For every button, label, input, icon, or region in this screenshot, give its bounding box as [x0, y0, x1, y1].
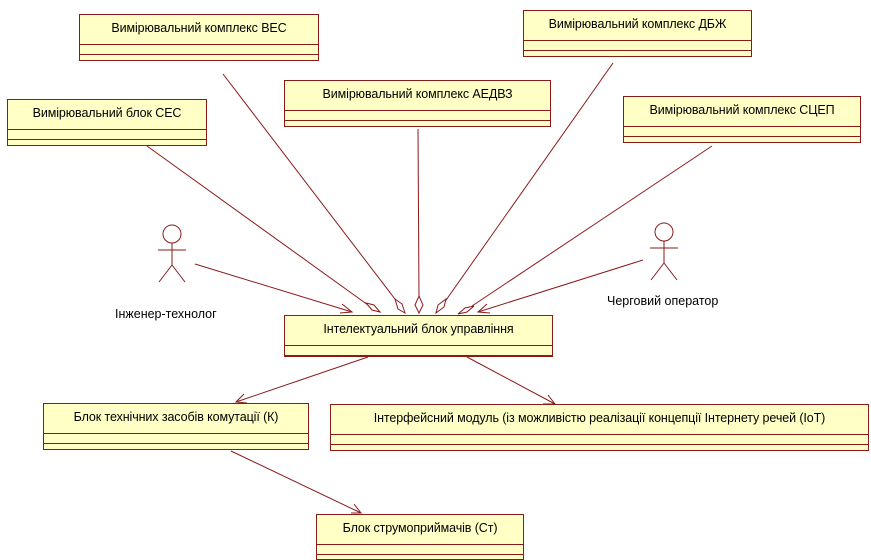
arrowhead-engineer [339, 303, 354, 314]
class-name-control: Інтелектуальний блок управління [285, 316, 552, 346]
arrowhead-receivers [351, 503, 363, 514]
association-line-to-interface [466, 356, 556, 405]
class-name-switching: Блок технічних засобів комутації (К) [44, 404, 308, 434]
arrowhead-operator [476, 303, 491, 314]
class-name-receivers: Блок струмоприймачів (Ст) [317, 515, 523, 545]
association-line-to-receivers [230, 450, 362, 514]
class-operations-aedvz [285, 121, 550, 126]
class-attributes-ses [8, 130, 206, 140]
actor-label-engineer: Інженер-технолог [115, 307, 217, 321]
class-attributes-scep [624, 127, 860, 137]
class-name-aedvz: Вимірювальний комплекс АЕДВЗ [285, 81, 550, 111]
class-name-dbzh: Вимірювальний комплекс ДБЖ [524, 11, 751, 41]
class-operations-interface [331, 445, 868, 450]
class-box-switching[interactable]: Блок технічних засобів комутації (К) [43, 403, 309, 450]
class-box-receivers[interactable]: Блок струмоприймачів (Ст) [316, 514, 524, 560]
class-attributes-aedvz [285, 111, 550, 121]
aggregation-line-dbzh [443, 62, 614, 304]
aggregation-diamond-ses [364, 302, 382, 313]
class-box-ves[interactable]: Вимірювальний комплекс ВЕС [79, 14, 319, 61]
association-line-to-switching [235, 356, 369, 403]
aggregation-line-ves [222, 73, 399, 304]
class-attributes-ves [80, 45, 318, 55]
class-box-scep[interactable]: Вимірювальний комплекс СЦЕП [623, 96, 861, 143]
actor-operator-icon [650, 222, 678, 281]
class-operations-dbzh [524, 51, 751, 56]
aggregation-diamond-aedvz [414, 294, 424, 315]
association-line-operator [477, 259, 644, 313]
class-operations-scep [624, 137, 860, 142]
class-box-aedvz[interactable]: Вимірювальний комплекс АЕДВЗ [284, 80, 551, 127]
actor-label-operator: Черговий оператор [607, 294, 719, 308]
class-name-ses: Вимірювальний блок СЕС [8, 100, 206, 130]
class-attributes-interface [331, 435, 868, 445]
actor-engineer-icon [158, 224, 186, 283]
aggregation-diamond-ves [394, 297, 406, 315]
class-box-dbzh[interactable]: Вимірювальний комплекс ДБЖ [523, 10, 752, 57]
class-operations-ves [80, 55, 318, 60]
aggregation-line-ses [146, 145, 369, 306]
class-name-interface: Інтерфейсний модуль (із можливістю реалі… [331, 405, 868, 435]
class-box-interface[interactable]: Інтерфейсний модуль (із можливістю реалі… [330, 404, 869, 451]
class-box-ses[interactable]: Вимірювальний блок СЕС [7, 99, 207, 146]
class-operations-switching [44, 444, 308, 449]
aggregation-diamond-scep [457, 305, 475, 315]
aggregation-line-aedvz [417, 128, 420, 299]
class-attributes-dbzh [524, 41, 751, 51]
class-name-scep: Вимірювальний комплекс СЦЕП [624, 97, 860, 127]
class-attributes-control [285, 346, 552, 356]
class-box-control[interactable]: Інтелектуальний блок управління [284, 315, 553, 357]
class-operations-receivers [317, 555, 523, 559]
class-attributes-switching [44, 434, 308, 444]
association-line-engineer [194, 263, 353, 313]
arrowhead-switching [234, 393, 248, 404]
aggregation-line-scep [471, 145, 713, 307]
class-operations-ses [8, 140, 206, 145]
class-name-ves: Вимірювальний комплекс ВЕС [80, 15, 318, 45]
aggregation-diamond-dbzh [435, 297, 447, 315]
